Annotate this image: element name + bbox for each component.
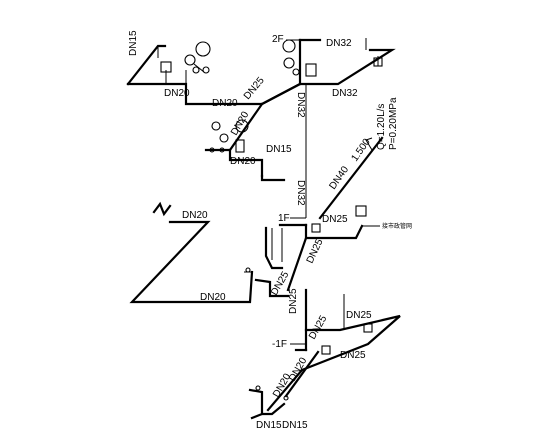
label-dn25-e: DN25 [288, 288, 299, 314]
valve-icon-2 [202, 66, 210, 74]
label-dn25-c: DN25 [305, 237, 326, 265]
pipe-upper-right-loop [260, 48, 396, 106]
pipe-dn25-1f [304, 223, 364, 240]
label-dn20-f: DN20 [200, 292, 226, 303]
pipe-dn20-lower [266, 368, 304, 412]
upper-branch-right [260, 38, 396, 106]
label-height: 1.500 [349, 137, 373, 164]
valve-box-icon-4 [321, 345, 331, 355]
showerhead-icon-4 [283, 57, 295, 69]
pipe-dn25-lower-loop [300, 314, 401, 372]
pipe-zigzag-left [152, 201, 172, 217]
label-dn32-top: DN32 [326, 38, 352, 49]
valve-icon [192, 66, 200, 74]
showerhead-icon-3 [282, 39, 296, 53]
wash-basin-icon-2 [305, 63, 317, 77]
showerhead-icon-6 [219, 133, 229, 143]
hose-line [193, 63, 205, 73]
label-dn25-a: DN25 [242, 75, 267, 102]
label-dn25-b: DN25 [322, 214, 348, 225]
label-dn25-h: DN25 [340, 350, 366, 361]
valve-icon-8 [283, 395, 289, 401]
label-dn20-b: DN20 [212, 98, 238, 109]
pipe-mid-step [228, 148, 264, 178]
upper-branch-left [126, 41, 302, 106]
label-dn20-a: DN20 [164, 88, 190, 99]
upper-mid-branch [204, 102, 286, 182]
label-dn25-f: DN25 [307, 313, 330, 341]
label-flow: Q=1.20L/s [376, 104, 387, 150]
wash-basin-icon-3 [235, 139, 245, 153]
pipe-dn15-stub [250, 412, 264, 420]
pipe-1f-lower [254, 278, 290, 298]
valve-icon-4 [209, 147, 215, 153]
label-dn25-g: DN25 [346, 310, 372, 321]
showerhead-icon [184, 54, 196, 66]
label-floor-b1: -1F [272, 339, 287, 350]
pipe-1f-drop [264, 226, 284, 270]
valve-box-icon-2 [311, 223, 321, 233]
middle-system [129, 201, 380, 304]
label-dn15-mid: DN15 [266, 144, 292, 155]
pipe-dn40-incoming [318, 136, 384, 220]
pipe-dn20-loop [129, 220, 254, 304]
valve-box-icon-3 [363, 323, 373, 333]
valve-box-icon [373, 57, 383, 67]
label-floor-2f: 2F [272, 34, 284, 45]
label-network-note: 接市政管网 [382, 222, 412, 230]
valve-icon-6 [245, 267, 251, 273]
label-dn15-lower-b: DN15 [282, 420, 308, 431]
pipe-mid-end [260, 174, 286, 182]
showerhead-icon-7 [235, 119, 249, 133]
valve-icon-5 [219, 147, 225, 153]
pipe-dn20-lower-2 [284, 350, 320, 398]
label-dn32-riser: DN32 [295, 180, 306, 206]
label-dn32-mid: DN32 [332, 88, 358, 99]
label-floor-1f: 1F [278, 213, 290, 224]
showerhead-icon-5 [211, 121, 221, 131]
lower-system [248, 288, 401, 420]
label-dn20-d: DN20 [230, 156, 256, 167]
pipe-dn25-diag-1 [286, 236, 308, 292]
label-dn15-upper: DN15 [128, 30, 139, 56]
meter-icon [355, 205, 367, 217]
wash-basin-icon [160, 61, 172, 73]
label-dn20-e: DN20 [182, 210, 208, 221]
valve-icon-3 [292, 68, 300, 76]
showerhead-icon-2 [195, 41, 211, 57]
label-dn32-vertical: DN32 [295, 92, 306, 118]
label-dn15-lower-a: DN15 [256, 420, 282, 431]
valve-icon-7 [255, 385, 261, 391]
elevation-marker [365, 137, 373, 151]
label-pressure: P=0.20MPa [388, 97, 399, 150]
label-dn40: DN40 [327, 164, 351, 192]
